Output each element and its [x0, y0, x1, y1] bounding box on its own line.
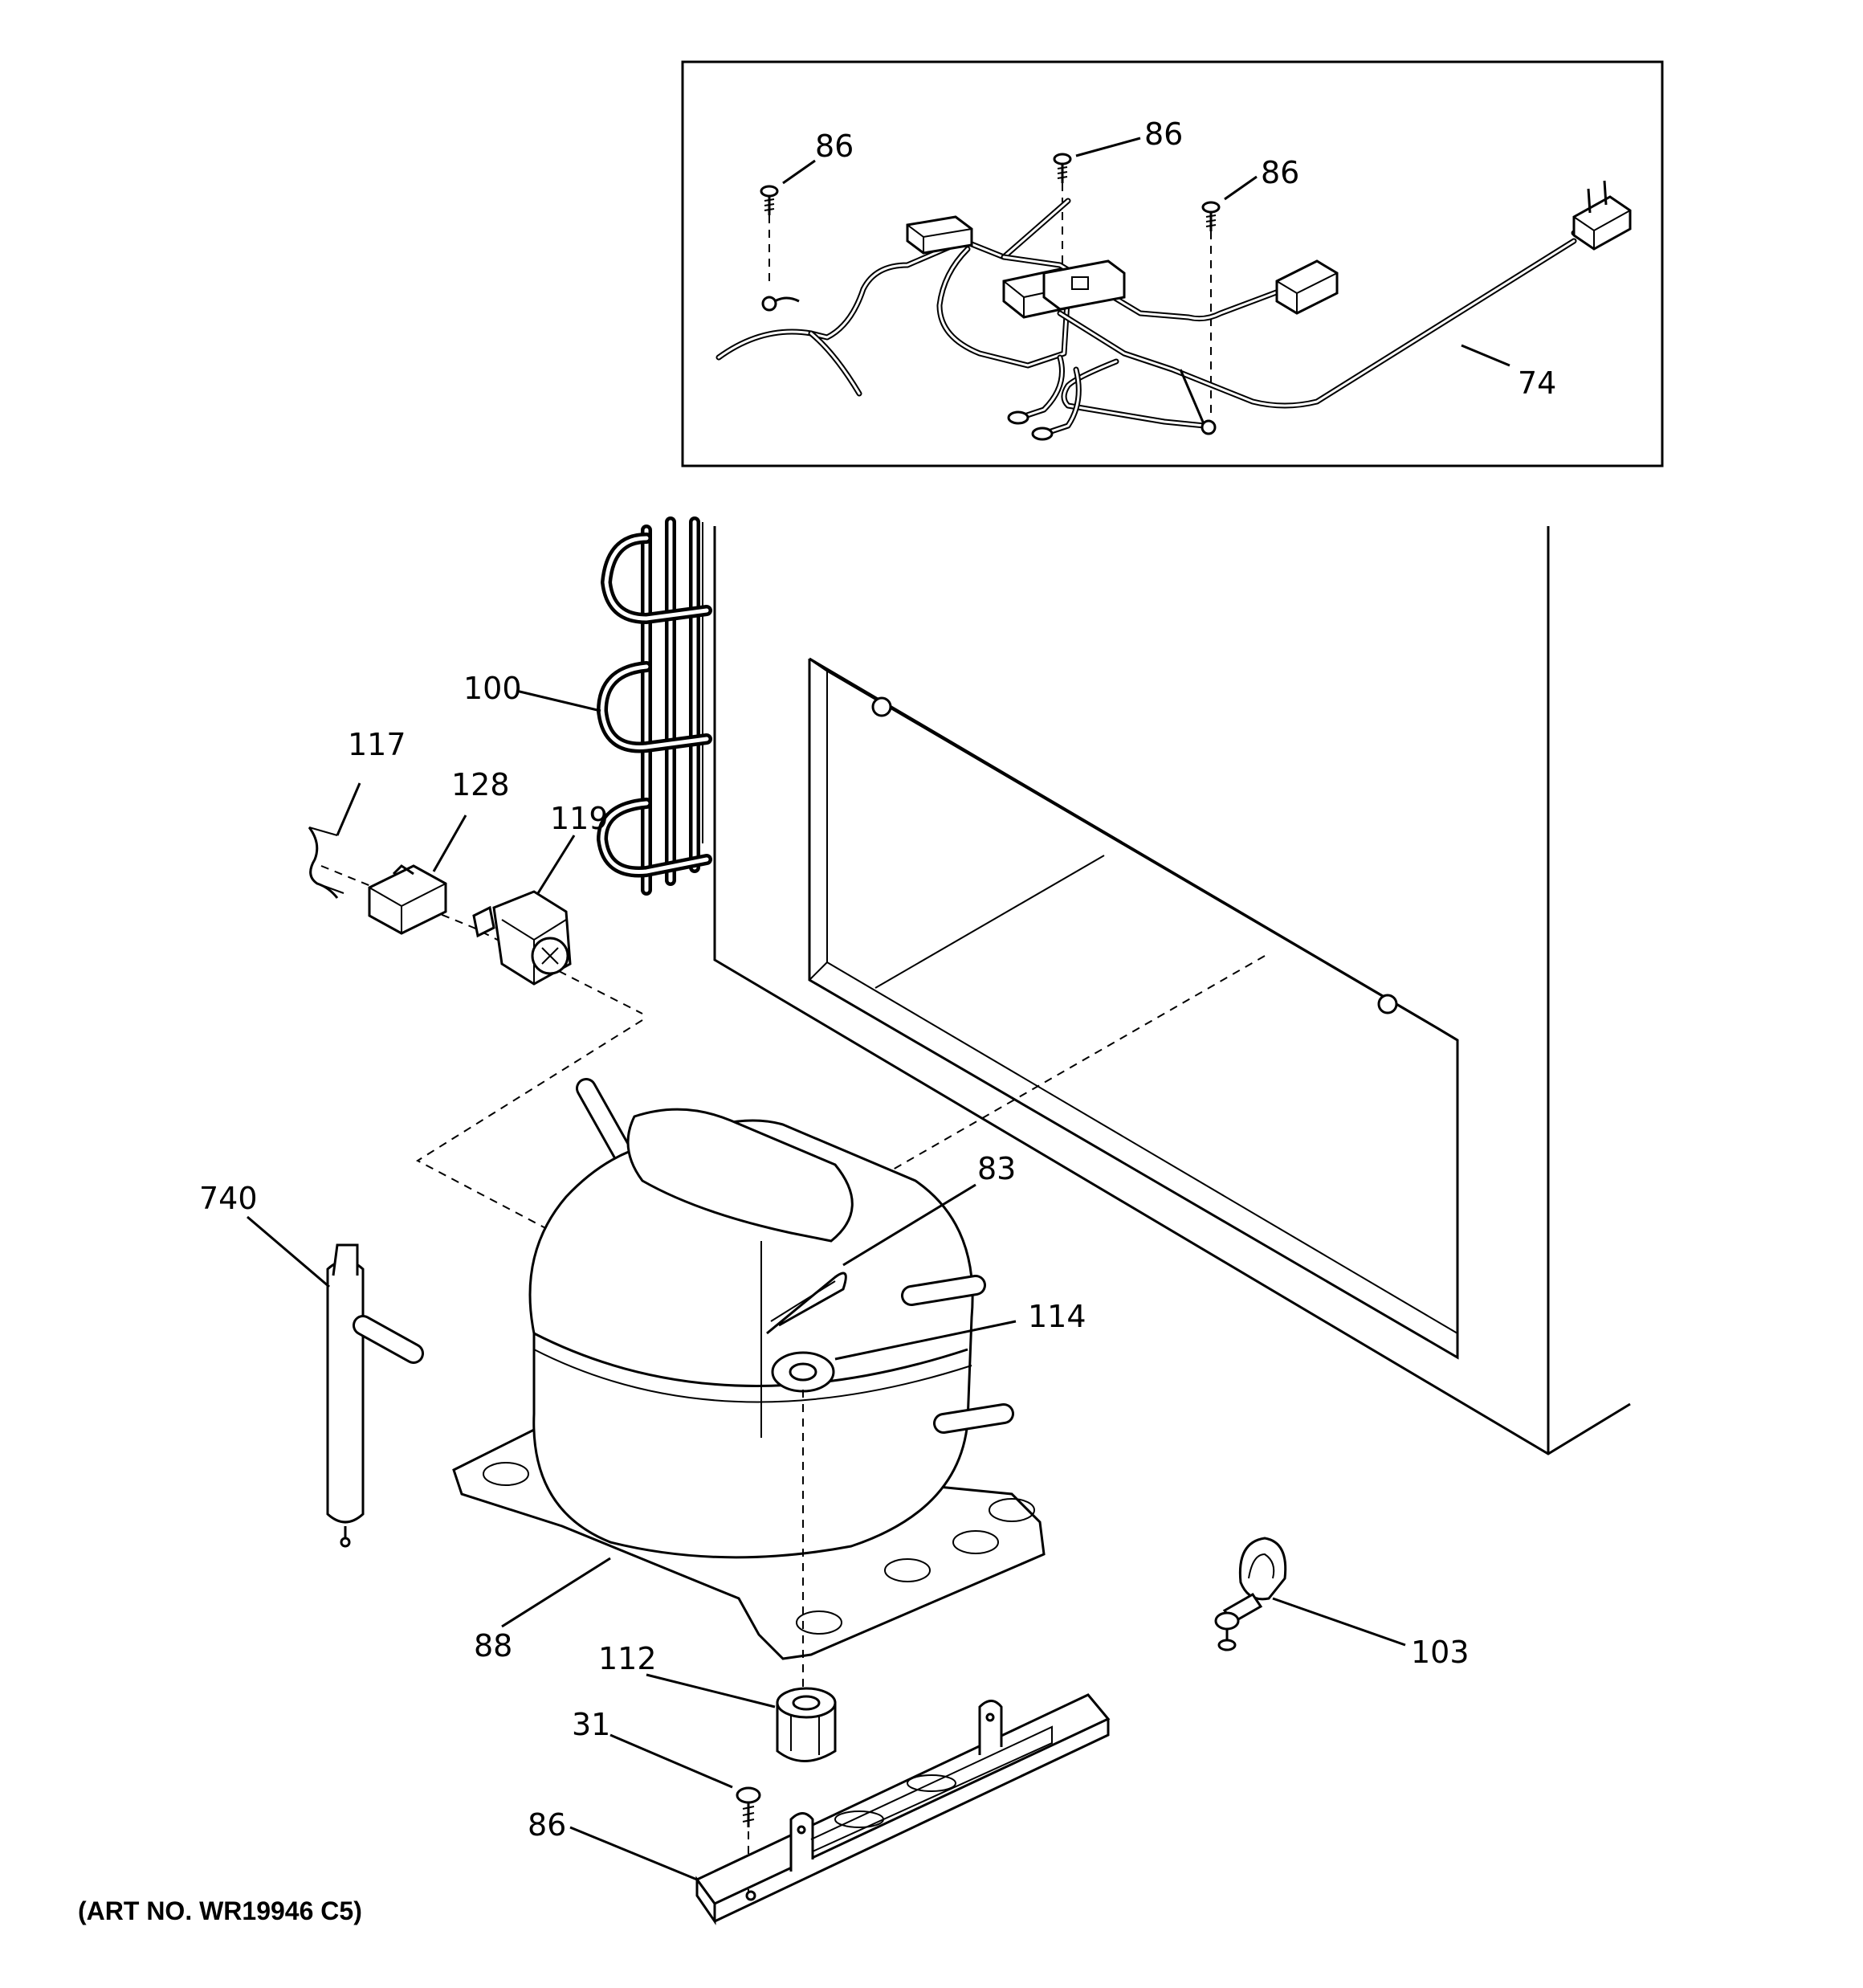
callout-screw-a: 86 — [815, 129, 854, 164]
callout-compressor: 88 — [474, 1628, 512, 1663]
inset-frame — [681, 60, 1664, 467]
harness-connector — [906, 215, 973, 255]
assembly-guide-line — [415, 1019, 715, 1318]
mounting-bracket — [695, 1693, 1111, 1925]
callout-overload: 117 — [348, 727, 406, 762]
mount-bushing — [776, 1687, 837, 1762]
filter-drier — [326, 1243, 424, 1548]
harness-connector — [1042, 259, 1126, 311]
art-number: (ART NO. WR19946 C5) — [78, 1896, 362, 1925]
callout-harness: 74 — [1518, 365, 1556, 401]
callout-drier: 740 — [199, 1181, 258, 1216]
assembly-guide-line — [320, 865, 643, 1014]
callout-starter: 119 — [550, 801, 609, 836]
callout-clamp: 103 — [1411, 1635, 1470, 1670]
power-plug-icon — [1572, 180, 1632, 251]
screw-icon — [760, 185, 779, 285]
relay-icon — [368, 864, 447, 935]
starter-icon — [472, 890, 572, 986]
wiring-harness-inset — [681, 60, 1664, 467]
screw-icon — [1053, 153, 1072, 269]
screw-icon — [1201, 201, 1221, 418]
harness-terminal — [1007, 410, 1054, 441]
harness-connector — [1275, 259, 1339, 315]
callout-clip: 83 — [977, 1151, 1016, 1186]
cabinet-outline — [713, 526, 1631, 1455]
callout-bolt: 31 — [572, 1707, 610, 1742]
compressor — [452, 1078, 1046, 1747]
callout-screw-b: 86 — [1144, 116, 1183, 152]
callout-relay: 128 — [451, 767, 510, 802]
leader-lines — [247, 137, 1510, 1881]
callout-bushing: 112 — [598, 1641, 657, 1676]
condenser-coil — [596, 516, 712, 896]
callout-screw-c: 86 — [1261, 155, 1299, 190]
callout-grommet: 114 — [1028, 1299, 1086, 1334]
callout-bracket-screw: 86 — [528, 1807, 566, 1843]
overload-clip — [308, 827, 344, 899]
harness-wires — [715, 198, 1601, 437]
callout-labels: 86 86 86 74 100 117 128 119 740 83 114 8… — [199, 116, 1556, 1843]
callout-condenser: 100 — [463, 671, 522, 706]
clamp-icon — [1214, 1537, 1287, 1651]
